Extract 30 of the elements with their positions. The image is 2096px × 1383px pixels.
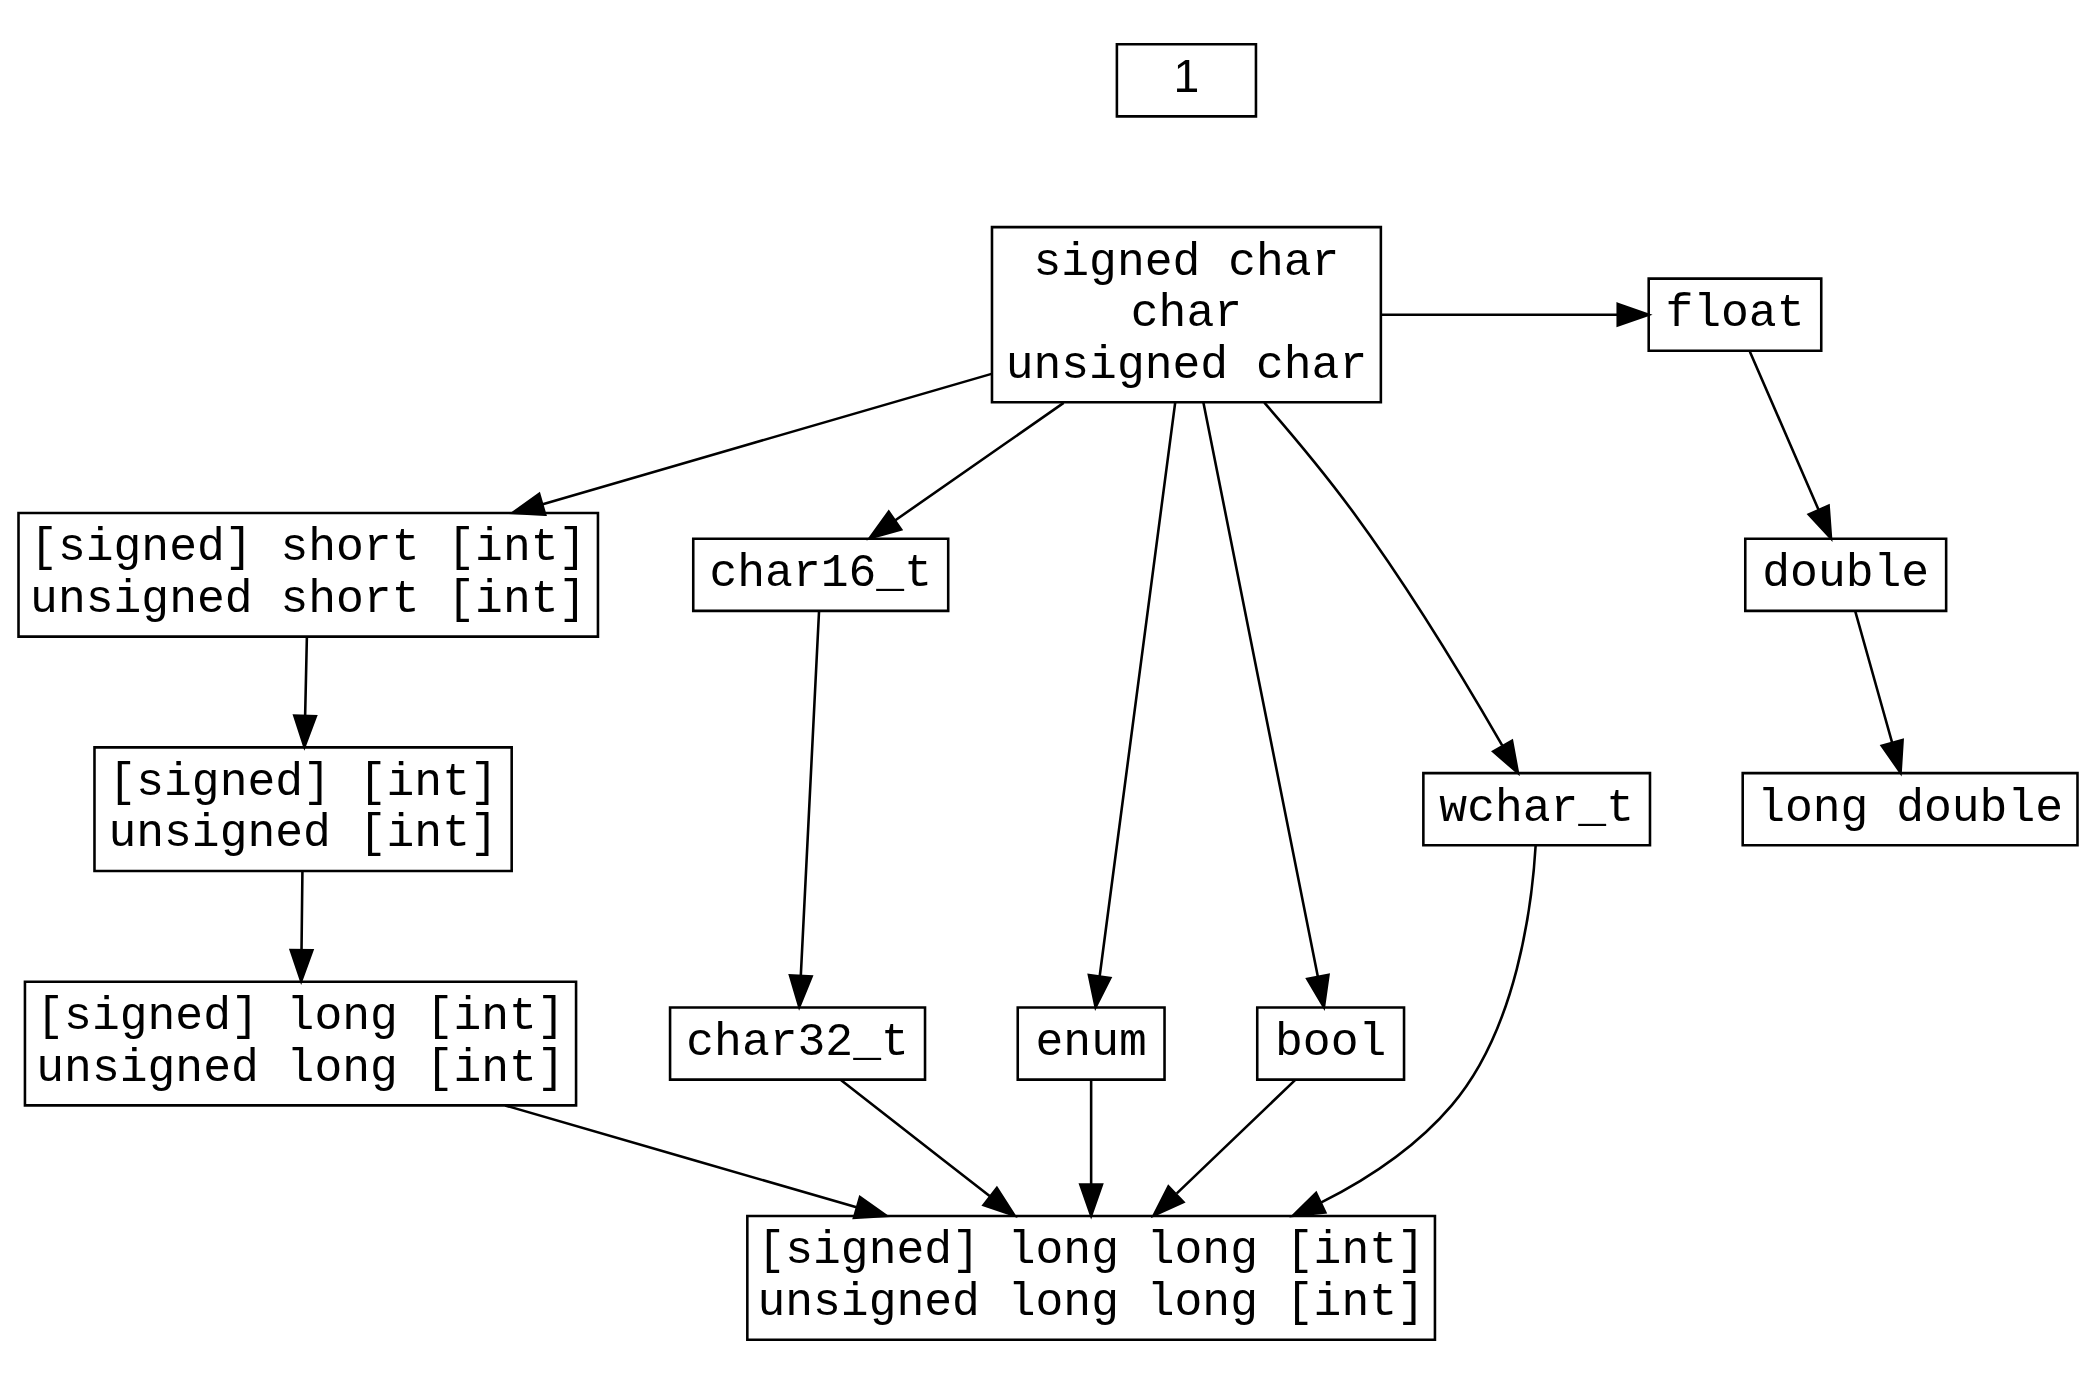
node-box: wchar_t <box>1422 771 1652 846</box>
arrow <box>1289 845 1537 1218</box>
arrow <box>840 1078 1018 1218</box>
arrow <box>1202 401 1330 1011</box>
node-box: enum <box>1016 1005 1166 1081</box>
node-box: bool <box>1255 1005 1406 1081</box>
arrow <box>1078 1079 1104 1219</box>
arrow <box>508 372 992 516</box>
node-box: long double <box>1741 771 2079 846</box>
arrow <box>1853 610 1904 776</box>
arrow <box>1381 301 1653 327</box>
node-box: [signed] long long [int] unsigned long long [int] <box>746 1214 1437 1341</box>
arrow <box>1087 401 1177 1011</box>
arrow <box>292 637 318 751</box>
arrow <box>504 1103 891 1219</box>
node-box: float <box>1647 276 1823 352</box>
node-box: char16_t <box>691 537 950 612</box>
node-box: [signed] short [int] unsigned short [int] <box>17 511 600 638</box>
node-box: 1 <box>1115 42 1258 118</box>
arrow <box>1150 1078 1297 1218</box>
node-box: char32_t <box>668 1005 927 1081</box>
arrow <box>1263 401 1520 776</box>
node-box: signed char char unsigned char <box>990 225 1383 404</box>
node-box: [signed] long [int] unsigned long [int] <box>23 979 578 1107</box>
arrow <box>1748 350 1833 542</box>
node-box: [signed] [int] unsigned [int] <box>93 745 513 872</box>
arrow <box>788 610 821 1011</box>
arrow <box>288 871 315 985</box>
arrow <box>866 401 1065 540</box>
node-box: double <box>1744 537 1948 612</box>
